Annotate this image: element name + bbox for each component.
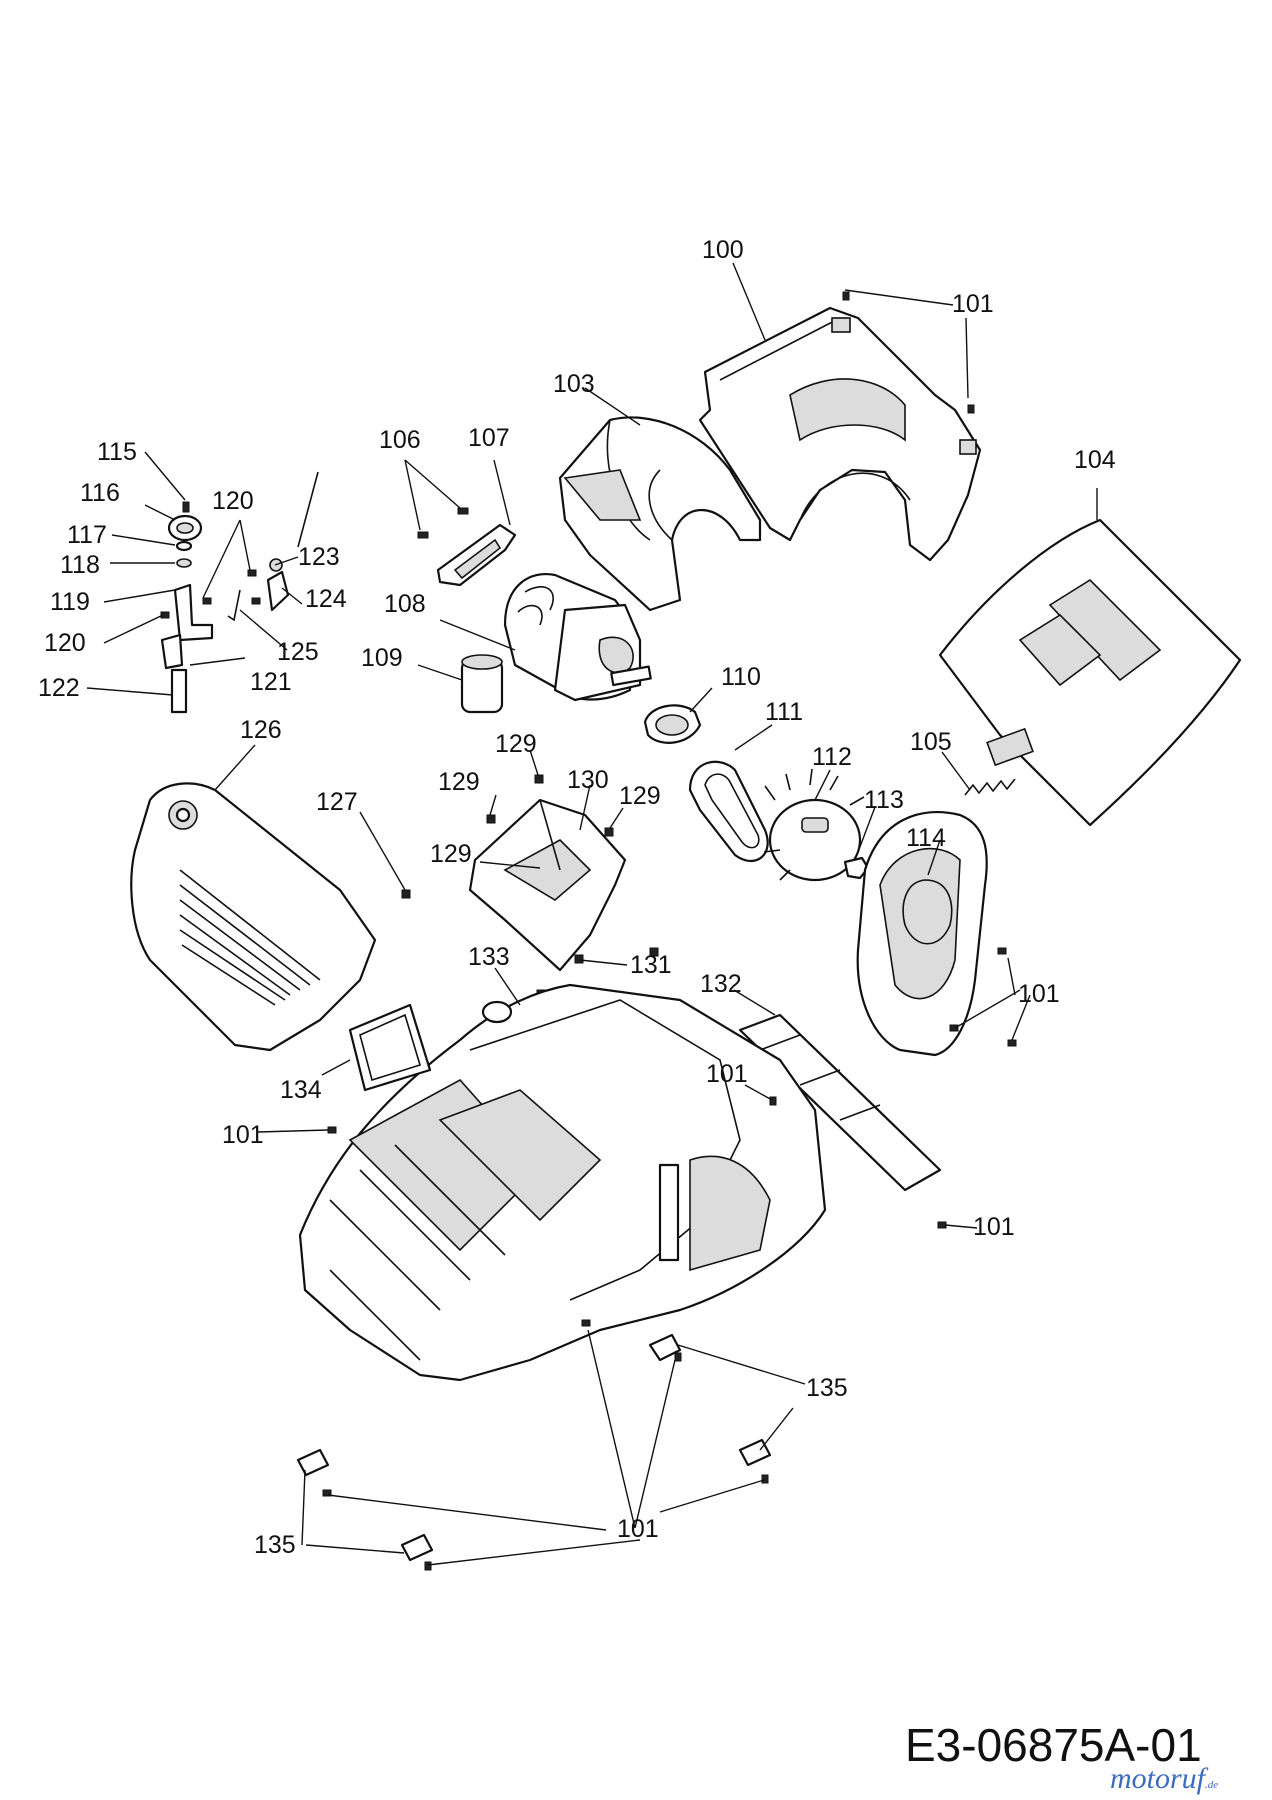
callout-labels: 100 101 103 104 105 106 107 108 109 110 … bbox=[38, 236, 1116, 1559]
part-107-bracket bbox=[436, 523, 517, 587]
part-109-capacitor bbox=[460, 654, 504, 714]
part-103-motor-housing bbox=[558, 416, 762, 612]
part-115-125-adjuster-group bbox=[160, 471, 319, 714]
callout-106: 106 bbox=[379, 426, 421, 454]
callout-118: 118 bbox=[60, 551, 100, 579]
callout-132: 132 bbox=[700, 970, 742, 998]
watermark-suffix: .de bbox=[1205, 1779, 1219, 1791]
callout-121: 121 bbox=[250, 668, 292, 696]
callout-101-rail: 101 bbox=[706, 1060, 748, 1088]
callout-124: 124 bbox=[305, 585, 347, 613]
part-108-motor bbox=[503, 573, 652, 702]
callout-113: 113 bbox=[864, 786, 904, 814]
callout-135-left: 135 bbox=[254, 1531, 296, 1559]
callout-125: 125 bbox=[277, 638, 319, 666]
part-111-belt bbox=[688, 760, 769, 862]
callout-109: 109 bbox=[361, 644, 403, 672]
part-105-spring bbox=[964, 778, 1016, 796]
callout-115: 115 bbox=[97, 438, 137, 466]
callout-134: 134 bbox=[280, 1076, 322, 1104]
callout-129-b: 129 bbox=[438, 768, 480, 796]
callout-101: 101 bbox=[952, 290, 994, 318]
callout-108: 108 bbox=[384, 590, 426, 618]
part-126-grille-cover bbox=[130, 782, 377, 1052]
callout-107: 107 bbox=[468, 424, 510, 452]
watermark-text: motoruf bbox=[1110, 1762, 1206, 1795]
callout-101-left: 101 bbox=[222, 1121, 264, 1149]
callout-129-c: 129 bbox=[619, 782, 661, 810]
callout-114: 114 bbox=[906, 824, 946, 852]
callout-129-a: 129 bbox=[495, 730, 537, 758]
callout-103: 103 bbox=[553, 370, 595, 398]
callout-110: 110 bbox=[721, 663, 761, 691]
callout-133: 133 bbox=[468, 943, 510, 971]
callout-112: 112 bbox=[812, 743, 852, 771]
part-114-side-cover bbox=[856, 811, 988, 1057]
part-135-clips bbox=[296, 1333, 772, 1562]
callout-104: 104 bbox=[1074, 446, 1116, 474]
callout-126: 126 bbox=[240, 716, 282, 744]
callout-117: 117 bbox=[67, 521, 107, 549]
callout-130: 130 bbox=[567, 766, 609, 794]
callout-116: 116 bbox=[80, 479, 120, 507]
part-130-switch-housing bbox=[468, 798, 627, 972]
callout-105: 105 bbox=[910, 728, 952, 756]
part-134-filter-frame bbox=[348, 1003, 432, 1092]
watermark-logo: motoruf.de bbox=[1110, 1762, 1218, 1796]
part-112-fan bbox=[763, 768, 865, 882]
callout-101-rail-bottom: 101 bbox=[973, 1213, 1015, 1241]
part-133-main-deck bbox=[298, 983, 827, 1382]
leader-lines bbox=[86, 262, 1098, 1566]
callout-111: 111 bbox=[765, 698, 803, 726]
callout-135-right: 135 bbox=[806, 1374, 848, 1402]
callout-120-left: 120 bbox=[44, 629, 86, 657]
part-106-screws bbox=[417, 507, 469, 539]
callout-131: 131 bbox=[630, 951, 672, 979]
callout-127: 127 bbox=[316, 788, 358, 816]
callout-100: 100 bbox=[702, 236, 744, 264]
callout-101-bottom: 101 bbox=[617, 1515, 659, 1543]
callout-120-top: 120 bbox=[212, 487, 254, 515]
part-110-gear bbox=[643, 704, 702, 744]
callout-129-d: 129 bbox=[430, 840, 472, 868]
part-100-top-cover bbox=[698, 306, 982, 562]
callout-122: 122 bbox=[38, 674, 80, 702]
callout-123: 123 bbox=[298, 543, 340, 571]
part-104-rear-flap bbox=[938, 518, 1242, 827]
callout-101-right: 101 bbox=[1018, 980, 1060, 1008]
drawing-code: E3-06875A-01 bbox=[905, 1719, 1202, 1771]
callout-119: 119 bbox=[50, 588, 90, 616]
part-132-rail bbox=[738, 1013, 942, 1192]
